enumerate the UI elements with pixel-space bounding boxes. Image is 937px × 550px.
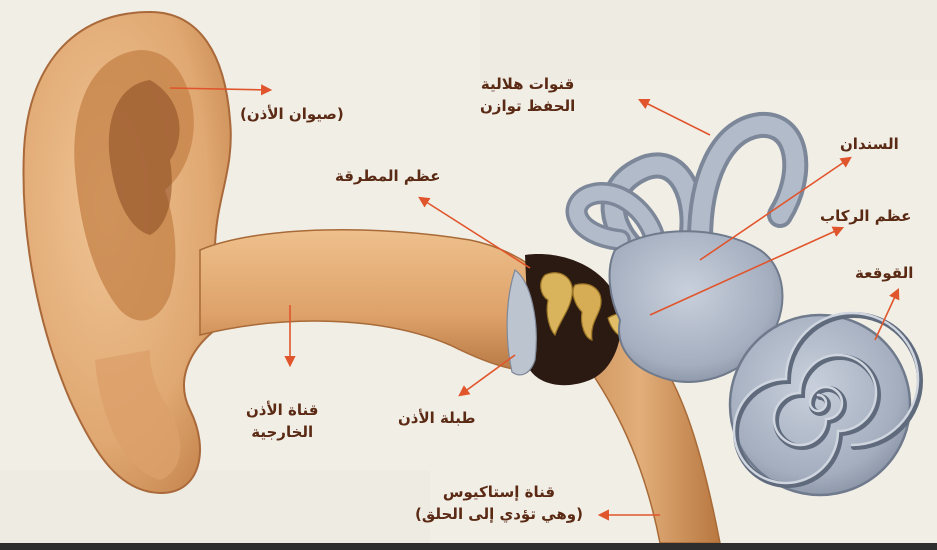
label-pinna-text: (صيوان الأذن): [240, 104, 344, 126]
label-incus: السندان: [840, 134, 899, 156]
label-incus-text: السندان: [840, 134, 899, 156]
label-malleus-text: عظم المطرقة: [335, 166, 441, 188]
label-semicircular-canals: قنوات هلالية الحفظ توازن: [480, 74, 575, 118]
bottom-edge-bar: [0, 543, 937, 550]
cochlea-spiral: [730, 313, 920, 495]
label-cochlea-text: القوقعة: [855, 263, 913, 285]
external-ear-canal: [200, 230, 530, 370]
label-eustachian-tube: قناة إستاكيوس (وهي تؤدي إلى الحلق): [415, 482, 583, 526]
label-eardrum: طبلة الأذن: [398, 408, 476, 430]
label-eustachian-line2: (وهي تؤدي إلى الحلق): [415, 504, 583, 526]
label-ear-canal-line1: قناة الأذن: [246, 400, 318, 422]
arrow-semicircular-canals: [640, 100, 710, 135]
label-ear-canal-line2: الخارجية: [246, 422, 318, 444]
label-canals-line1: قنوات هلالية: [480, 74, 575, 96]
label-external-ear-canal: قناة الأذن الخارجية: [246, 400, 318, 444]
label-malleus: عظم المطرقة: [335, 166, 441, 188]
label-pinna: (صيوان الأذن): [240, 104, 344, 126]
label-stapes: عظم الركاب: [820, 206, 911, 228]
label-stapes-text: عظم الركاب: [820, 206, 911, 228]
label-canals-line2: الحفظ توازن: [480, 96, 575, 118]
label-eardrum-text: طبلة الأذن: [398, 408, 476, 430]
label-eustachian-line1: قناة إستاكيوس: [415, 482, 583, 504]
middle-ear-cavity: [525, 254, 621, 385]
label-cochlea: القوقعة: [855, 263, 913, 285]
